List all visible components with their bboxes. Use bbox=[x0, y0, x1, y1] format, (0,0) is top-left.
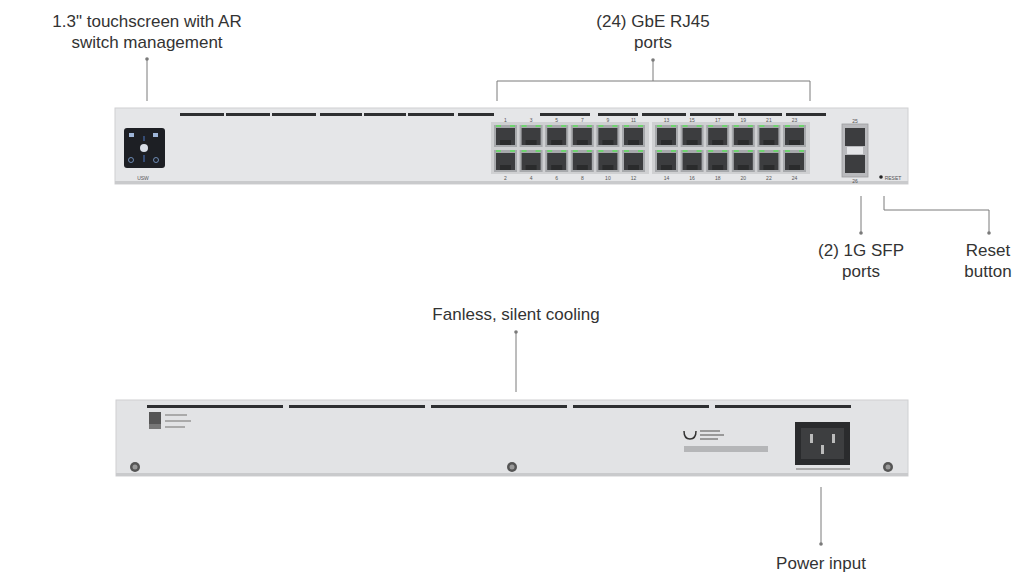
port-number: 6 bbox=[555, 175, 558, 181]
port-number: 9 bbox=[607, 117, 610, 123]
callout-label: Fanless, silent cooling bbox=[386, 304, 646, 325]
port-number: 18 bbox=[715, 175, 721, 181]
port-number: 13 bbox=[664, 117, 670, 123]
port-number: 22 bbox=[766, 175, 772, 181]
callout-label: (24) GbE RJ45 ports bbox=[588, 11, 718, 53]
port-number: 2 bbox=[504, 175, 507, 181]
port-number: 16 bbox=[689, 175, 695, 181]
port-number: 5 bbox=[555, 117, 558, 123]
callout-label: Reset button bbox=[957, 240, 1019, 282]
port-number: 14 bbox=[664, 175, 670, 181]
model-marking: USW bbox=[137, 175, 149, 181]
port-number: 19 bbox=[741, 117, 747, 123]
port-number: 8 bbox=[581, 175, 584, 181]
port-number: 24 bbox=[792, 175, 798, 181]
port-number: 15 bbox=[689, 117, 695, 123]
port-number: 12 bbox=[631, 175, 637, 181]
port-number: 21 bbox=[766, 117, 772, 123]
callout-label: Power input bbox=[751, 553, 891, 574]
port-number: 10 bbox=[605, 175, 611, 181]
callout-label: (2) 1G SFP ports bbox=[811, 240, 911, 282]
callout-label: 1.3" touchscreen with AR switch manageme… bbox=[47, 11, 247, 53]
reset-marking: RESET bbox=[885, 175, 902, 181]
port-number: 4 bbox=[530, 175, 533, 181]
port-number: 25 bbox=[852, 118, 858, 124]
port-number: 17 bbox=[715, 117, 721, 123]
port-number: 11 bbox=[631, 117, 636, 123]
port-number: 26 bbox=[852, 178, 858, 184]
port-number: 1 bbox=[504, 117, 507, 123]
port-number: 7 bbox=[581, 117, 584, 123]
port-number: 23 bbox=[792, 117, 798, 123]
port-number: 20 bbox=[741, 175, 747, 181]
port-number: 3 bbox=[530, 117, 533, 123]
